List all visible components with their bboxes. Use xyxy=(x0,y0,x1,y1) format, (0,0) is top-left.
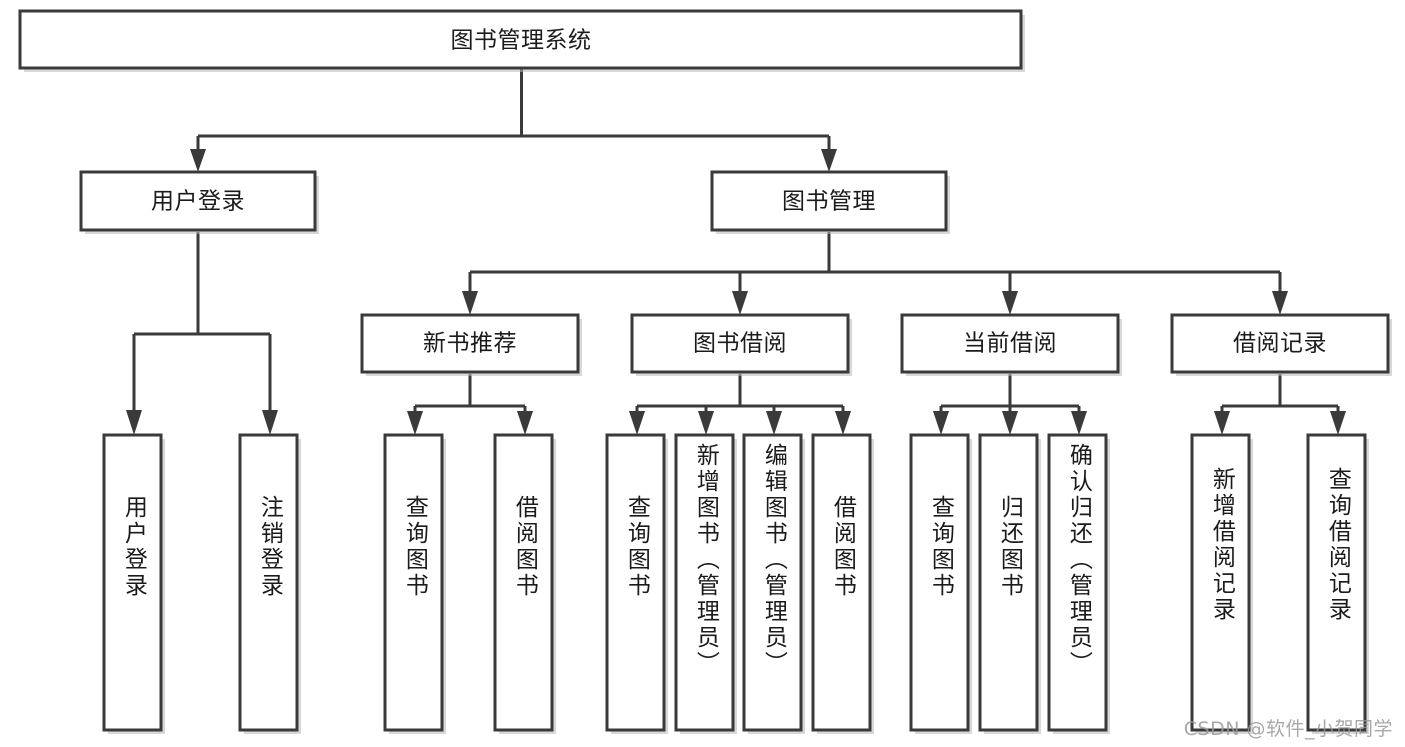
arrow-head-newbook-l2 xyxy=(517,411,533,435)
arrow-head-currentborrow xyxy=(1002,291,1018,315)
node-book-management[interactable]: 图书管理 xyxy=(710,170,950,234)
new-book-recommend-label: 新书推荐 xyxy=(423,331,517,357)
arrow-head-bookmgmt xyxy=(821,149,837,172)
leaf-br-query-box[interactable] xyxy=(1306,433,1367,732)
leaf-logout-box[interactable] xyxy=(238,433,299,732)
watermark-csdn: CSDN @软件_小贺同学 xyxy=(1183,718,1393,740)
arrow-head-bookborrow-l3 xyxy=(766,411,782,435)
leaf-user-login-box[interactable] xyxy=(102,433,163,732)
leaf-nb-borrow-box[interactable] xyxy=(493,433,554,732)
arrow-head-currentborrow-l1 xyxy=(933,411,949,435)
current-borrow-box[interactable] xyxy=(900,313,1120,374)
leaf-bb-query-box[interactable] xyxy=(605,433,666,732)
new-book-recommend-box[interactable] xyxy=(360,313,580,374)
user-login-label: 用户登录 xyxy=(151,189,245,215)
connector-group-root xyxy=(190,68,837,172)
book-management-label: 图书管理 xyxy=(782,189,876,215)
leaf-nb-query-box[interactable] xyxy=(383,433,444,732)
connector-group-bookmgmt xyxy=(462,232,1288,315)
leaf-cb-query-box[interactable] xyxy=(909,433,970,732)
root-label: 图书管理系统 xyxy=(451,28,592,54)
arrow-head-borrowrecord-l2 xyxy=(1330,411,1346,435)
arrow-head-borrowrecord xyxy=(1272,291,1288,315)
leaf-boxes-user-login xyxy=(102,433,301,734)
connector-group-newbook xyxy=(407,374,533,435)
arrow-head-borrowrecord-l1 xyxy=(1214,411,1230,435)
book-borrow-box[interactable] xyxy=(630,313,850,374)
leaf-bb-add-box[interactable] xyxy=(674,433,735,732)
current-borrow-label: 当前借阅 xyxy=(963,331,1057,357)
connector-group-currentborrow xyxy=(933,374,1087,435)
arrow-head-currentborrow-l2 xyxy=(1002,411,1018,435)
leaf-boxes-book-borrow xyxy=(605,433,874,734)
arrow-head-newbook-l1 xyxy=(407,411,423,435)
connector-group-borrowrecord xyxy=(1214,374,1346,435)
connector-group-userlogin xyxy=(126,232,278,435)
borrow-record-box[interactable] xyxy=(1170,313,1390,374)
node-root-book-management-system[interactable]: 图书管理系统 xyxy=(18,9,1025,72)
book-management-box[interactable] xyxy=(710,170,948,232)
leaf-boxes-new-book-recommend xyxy=(383,433,556,734)
arrow-head-userlogin xyxy=(190,149,206,172)
arrow-head-newbook xyxy=(462,291,478,315)
node-user-login[interactable]: 用户登录 xyxy=(79,170,319,234)
node-new-book-recommend[interactable]: 新书推荐 xyxy=(360,313,582,376)
leaf-cb-confirm-box[interactable] xyxy=(1047,433,1108,732)
leaf-cb-return-box[interactable] xyxy=(978,433,1039,732)
arrow-head-bookborrow-l4 xyxy=(835,411,851,435)
borrow-record-label: 借阅记录 xyxy=(1233,331,1327,357)
connector-group-bookborrow xyxy=(629,374,851,435)
leaf-bb-borrow-box[interactable] xyxy=(811,433,872,732)
arrow-head-bookborrow-l2 xyxy=(698,411,714,435)
leaf-boxes-current-borrow xyxy=(909,433,1110,734)
arrow-head-bookborrow-l1 xyxy=(629,411,645,435)
node-current-borrow[interactable]: 当前借阅 xyxy=(900,313,1122,376)
leaf-boxes-borrow-record xyxy=(1190,433,1369,734)
arrow-head-bookborrow xyxy=(732,291,748,315)
root-box[interactable] xyxy=(18,9,1023,70)
arrow-head-userlogin-leaf2 xyxy=(262,410,278,435)
user-login-box[interactable] xyxy=(79,170,317,232)
arrow-head-currentborrow-l3 xyxy=(1071,411,1087,435)
book-borrow-label: 图书借阅 xyxy=(693,331,787,357)
node-book-borrow[interactable]: 图书借阅 xyxy=(630,313,852,376)
leaf-br-add-box[interactable] xyxy=(1190,433,1251,732)
leaf-bb-edit-box[interactable] xyxy=(742,433,803,732)
arrow-head-userlogin-leaf1 xyxy=(126,410,142,435)
node-borrow-record[interactable]: 借阅记录 xyxy=(1170,313,1392,376)
